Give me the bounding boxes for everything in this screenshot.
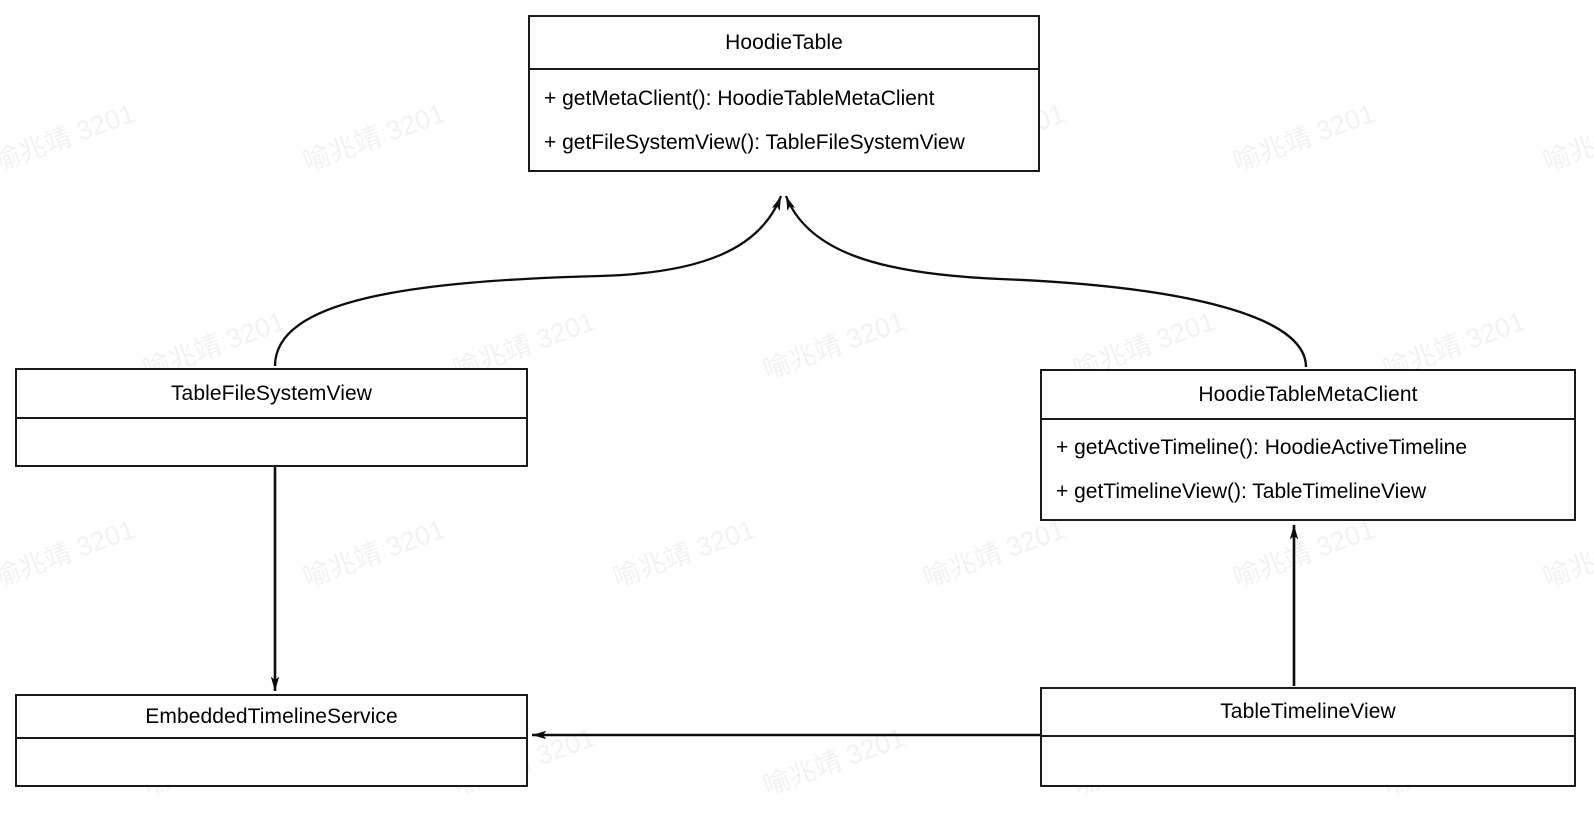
watermark-text: 喻兆靖 3201: [0, 514, 139, 594]
class-name-table-timeline-view: TableTimelineView: [1220, 700, 1396, 723]
class-box-hoodie-table[interactable]: HoodieTable + getMetaClient(): HoodieTab…: [528, 15, 1040, 172]
class-body-table-timeline-view: [1042, 737, 1574, 785]
class-header-table-timeline-view: TableTimelineView: [1042, 689, 1574, 737]
edge-hoodietablemetaclient-to-hoodietable: [784, 195, 1308, 368]
class-body-hoodie-table: + getMetaClient(): HoodieTableMetaClient…: [530, 70, 1038, 170]
watermark-text: 喻兆靖 3201: [0, 98, 139, 178]
class-member: + getActiveTimeline(): HoodieActiveTimel…: [1056, 436, 1468, 460]
watermark-text: 喻兆靖 3201: [759, 722, 909, 802]
class-header-embedded-timeline-service: EmbeddedTimelineService: [17, 696, 526, 739]
class-name-hoodie-table-meta-client: HoodieTableMetaClient: [1198, 382, 1418, 406]
class-body-table-file-system-view: [17, 419, 526, 465]
watermark-text: 喻兆靖 3201: [609, 514, 759, 594]
watermark-text: 喻兆靖 3201: [759, 306, 909, 386]
class-header-table-file-system-view: TableFileSystemView: [17, 370, 526, 419]
class-header-hoodie-table: HoodieTable: [530, 17, 1038, 70]
class-box-table-timeline-view[interactable]: TableTimelineView: [1040, 687, 1576, 787]
watermark-text: 喻兆靖 3201: [1539, 98, 1594, 178]
watermark-text: 喻兆靖 3201: [299, 514, 449, 594]
class-name-table-file-system-view: TableFileSystemView: [170, 381, 373, 405]
class-box-embedded-timeline-service[interactable]: EmbeddedTimelineService: [15, 694, 528, 787]
class-body-hoodie-table-meta-client: + getActiveTimeline(): HoodieActiveTimel…: [1042, 420, 1574, 519]
class-body-embedded-timeline-service: [17, 739, 526, 785]
class-name-hoodie-table: HoodieTable: [725, 30, 843, 54]
watermark-text: 喻兆靖 3201: [1229, 98, 1379, 178]
class-box-hoodie-table-meta-client[interactable]: HoodieTableMetaClient + getActiveTimelin…: [1040, 369, 1576, 521]
class-member: + getTimelineView(): TableTimelineView: [1056, 479, 1427, 503]
watermark-text: 喻兆靖 3201: [299, 98, 449, 178]
class-member: + getFileSystemView(): TableFileSystemVi…: [544, 130, 965, 154]
class-name-embedded-timeline-service: EmbeddedTimelineService: [145, 704, 398, 728]
class-member: + getMetaClient(): HoodieTableMetaClient: [544, 86, 935, 110]
class-header-hoodie-table-meta-client: HoodieTableMetaClient: [1042, 371, 1574, 420]
edge-tablefilesystemview-to-hoodietable: [273, 195, 783, 367]
class-box-table-file-system-view[interactable]: TableFileSystemView: [15, 368, 528, 467]
